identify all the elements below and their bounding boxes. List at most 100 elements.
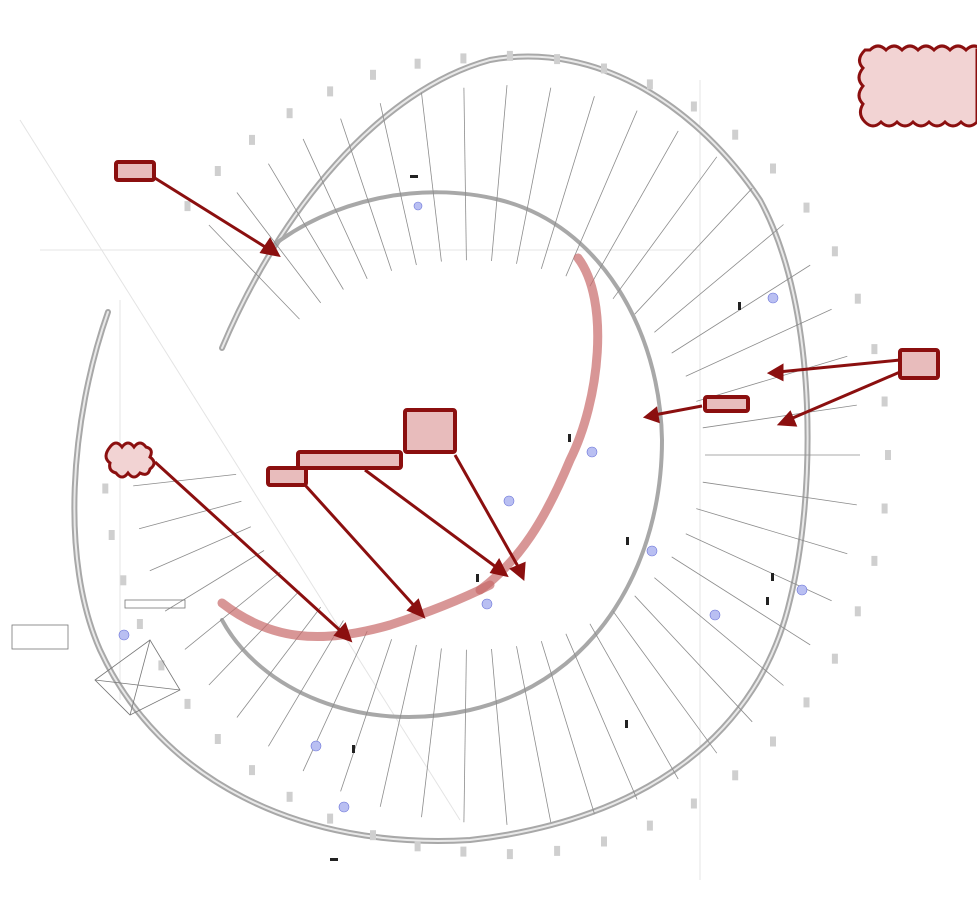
bay-label-mark xyxy=(414,841,421,852)
radial-line xyxy=(208,590,300,686)
radial-line xyxy=(268,620,344,747)
radial-line xyxy=(340,639,392,792)
radial-line xyxy=(164,550,265,612)
bay-label-mark xyxy=(249,765,255,776)
bay-label-mark xyxy=(601,836,607,847)
bay-label-mark xyxy=(286,108,293,119)
radial-line xyxy=(654,577,784,686)
bay-label-mark xyxy=(506,849,513,860)
cloud-note-top-right xyxy=(857,44,977,128)
construction-lines xyxy=(19,80,701,880)
radial-line xyxy=(516,87,552,264)
bay-label-mark xyxy=(460,53,467,64)
bay-label-mark xyxy=(732,770,739,781)
bay-label-mark xyxy=(327,813,334,824)
bay-label-mark xyxy=(370,830,376,841)
bay-label-mark xyxy=(158,660,165,671)
inner-ring-wall xyxy=(220,190,665,719)
cloud-left xyxy=(104,441,156,479)
radial-line xyxy=(612,610,718,754)
radial-line xyxy=(138,500,242,530)
radial-line xyxy=(634,595,753,723)
radial-grid-lines xyxy=(133,85,860,825)
callout-right-mid xyxy=(703,395,750,413)
bay-label-mark xyxy=(770,163,776,174)
radial-line xyxy=(463,649,467,823)
radial-line xyxy=(589,130,679,287)
bay-label-mark xyxy=(885,450,891,460)
dimension-labels xyxy=(102,50,891,860)
callout-arrows xyxy=(149,173,901,643)
radial-line xyxy=(565,110,638,277)
bay-label-mark xyxy=(214,166,221,176)
bay-label-mark xyxy=(854,293,861,304)
callout-right-upper xyxy=(898,348,940,380)
callout-center-small xyxy=(266,466,308,487)
bay-label-mark xyxy=(646,820,653,831)
radial-line xyxy=(654,224,784,333)
radial-line xyxy=(696,355,848,402)
bay-label-mark xyxy=(770,736,776,747)
room-tags xyxy=(118,201,808,813)
radial-line xyxy=(491,85,508,262)
outer-shell-wall xyxy=(71,53,811,844)
bay-label-mark xyxy=(881,503,888,514)
radial-line xyxy=(133,474,237,487)
radial-line xyxy=(236,192,322,304)
radial-line xyxy=(340,118,392,271)
bay-label-mark xyxy=(881,396,888,407)
bay-label-mark xyxy=(831,653,838,664)
bay-label-mark xyxy=(871,344,878,355)
bay-label-mark xyxy=(871,555,878,566)
bay-label-mark xyxy=(690,101,697,112)
callout-boxes xyxy=(114,160,940,487)
radial-line xyxy=(612,156,718,300)
bay-label-mark xyxy=(214,734,221,744)
radial-line xyxy=(696,508,848,555)
bay-label-mark xyxy=(803,697,810,708)
radial-line xyxy=(516,646,552,823)
radial-line xyxy=(491,648,508,825)
radial-line xyxy=(421,92,442,262)
bay-label-mark xyxy=(554,845,561,856)
radial-line xyxy=(421,648,442,818)
radial-line xyxy=(268,163,344,290)
bay-label-mark xyxy=(108,530,115,540)
bay-label-mark xyxy=(506,50,513,61)
radial-line xyxy=(540,640,595,814)
bay-label-mark xyxy=(102,483,109,494)
bay-label-mark xyxy=(414,58,421,69)
bay-label-mark xyxy=(803,202,810,213)
radial-line xyxy=(302,138,368,279)
callout-center-wide xyxy=(296,450,403,470)
bay-label-mark xyxy=(732,129,739,140)
bay-label-mark xyxy=(370,69,376,80)
bay-label-mark xyxy=(184,201,191,212)
radial-line xyxy=(236,606,322,718)
bay-label-mark xyxy=(286,791,293,802)
bay-label-mark xyxy=(184,698,191,709)
equipment-marks xyxy=(330,175,774,861)
callout-center-large xyxy=(403,408,457,454)
radial-line xyxy=(702,404,857,429)
revision-clouds xyxy=(104,44,977,479)
radial-line xyxy=(463,87,467,261)
bay-label-mark xyxy=(646,79,653,90)
radial-line xyxy=(671,556,811,646)
radial-line xyxy=(540,96,595,270)
radial-line xyxy=(685,533,832,602)
bay-label-mark xyxy=(690,798,697,809)
radial-line xyxy=(702,481,857,506)
bay-label-mark xyxy=(460,846,467,857)
radial-line xyxy=(589,623,679,780)
bay-label-mark xyxy=(136,619,143,629)
bay-label-mark xyxy=(249,134,255,145)
bay-label-mark xyxy=(120,575,127,586)
radial-line xyxy=(149,526,251,572)
radial-line xyxy=(379,644,417,807)
radial-line xyxy=(565,633,638,800)
bay-label-mark xyxy=(327,86,334,97)
radial-line xyxy=(379,103,417,266)
